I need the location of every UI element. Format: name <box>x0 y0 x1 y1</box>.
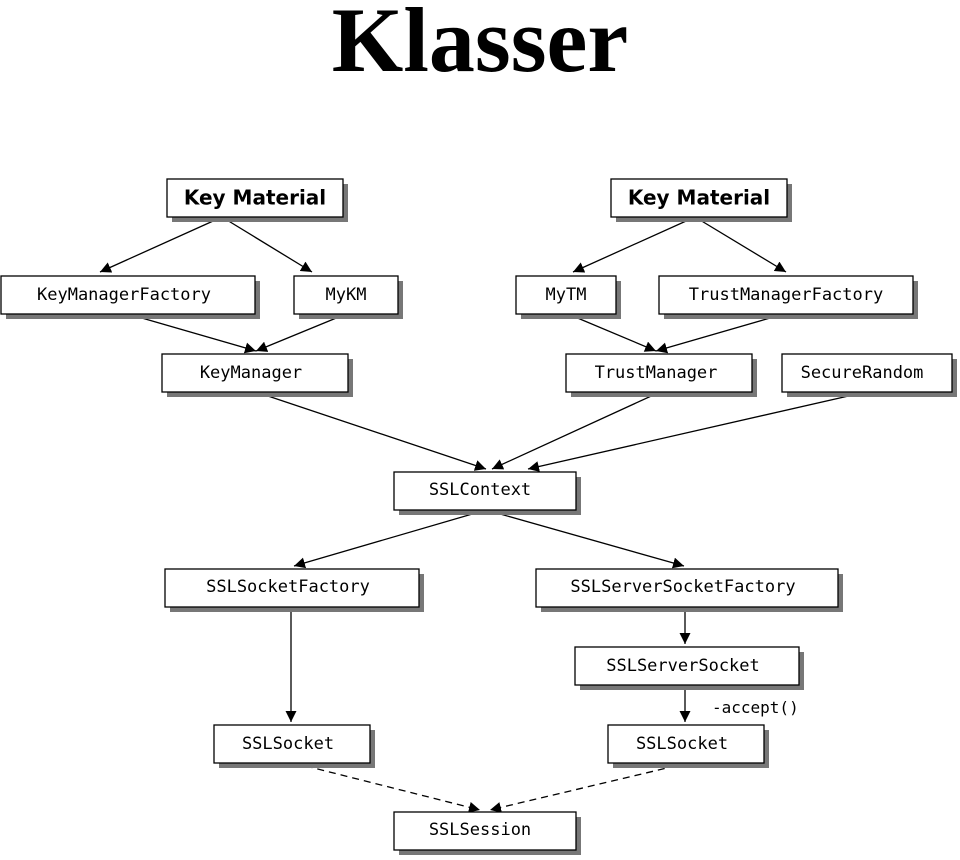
svg-text:KeyManagerFactory: KeyManagerFactory <box>37 285 211 305</box>
edge-sslcontext-sslserversocketfactory <box>485 509 685 569</box>
svg-text:KeyManager: KeyManager <box>200 363 302 383</box>
node-key-material-1: Key Material <box>166 178 348 222</box>
svg-text:Key Material: Key Material <box>628 186 770 210</box>
edge-kmf-keymanager <box>127 313 257 354</box>
edges <box>99 216 867 813</box>
svg-text:Key Material: Key Material <box>184 186 326 210</box>
node-sslserversocket: SSLServerSocket <box>574 646 804 690</box>
edge-km2-tmf <box>694 216 787 273</box>
svg-text:SSLSession: SSLSession <box>429 820 531 840</box>
node-mykm: MyKM <box>293 275 403 319</box>
svg-text:SSLServerSocket: SSLServerSocket <box>606 656 760 676</box>
node-sslserversocketfactory: SSLServerSocketFactory <box>535 568 843 612</box>
svg-text:MyKM: MyKM <box>326 285 367 305</box>
svg-text:MyTM: MyTM <box>546 285 587 305</box>
node-sslsocket-right: SSLSocket <box>607 724 769 768</box>
node-sslsocketfactory: SSLSocketFactory <box>164 568 424 612</box>
svg-text:SecureRandom: SecureRandom <box>801 363 924 383</box>
svg-text:TrustManager: TrustManager <box>595 363 718 383</box>
svg-text:SSLSocket: SSLSocket <box>636 734 728 754</box>
svg-text:SSLServerSocketFactory: SSLServerSocketFactory <box>570 577 795 597</box>
node-keymanager: KeyManager <box>161 353 353 397</box>
svg-text:SSLSocketFactory: SSLSocketFactory <box>206 577 370 597</box>
svg-text:SSLSocket: SSLSocket <box>242 734 334 754</box>
accept-label: -accept() <box>712 698 799 717</box>
node-sslsession: SSLSession <box>393 811 581 855</box>
svg-text:SSLContext: SSLContext <box>429 480 531 500</box>
node-trustmanagerfactory: TrustManagerFactory <box>658 275 918 319</box>
edge-keymanager-sslcontext <box>255 391 487 471</box>
edge-mytm-trustmanager <box>567 313 657 352</box>
edge-km1-kmf <box>99 216 223 273</box>
node-sslcontext: SSLContext <box>393 471 581 515</box>
edge-mykm-keymanager <box>255 313 347 352</box>
svg-text:TrustManagerFactory: TrustManagerFactory <box>689 285 883 305</box>
node-securerandom: SecureRandom <box>781 353 957 397</box>
edge-tmf-trustmanager <box>655 313 785 354</box>
edge-sslcontext-sslsocketfactory <box>293 509 487 569</box>
edge-km1-mykm <box>221 216 313 273</box>
edge-sslsocket-right-sslsession <box>489 762 689 813</box>
node-keymanagerfactory: KeyManagerFactory <box>0 275 260 319</box>
node-trustmanager: TrustManager <box>565 353 757 397</box>
edge-km2-mytm <box>572 216 696 273</box>
edge-sslsocket-left-sslsession <box>293 762 481 813</box>
node-key-material-2: Key Material <box>610 178 792 222</box>
edge-securerandom-sslcontext <box>527 391 867 472</box>
node-mytm: MyTM <box>515 275 621 319</box>
edge-trustmanager-sslcontext <box>491 391 661 470</box>
node-sslsocket-left: SSLSocket <box>213 724 375 768</box>
page-title: Klasser <box>331 0 629 91</box>
